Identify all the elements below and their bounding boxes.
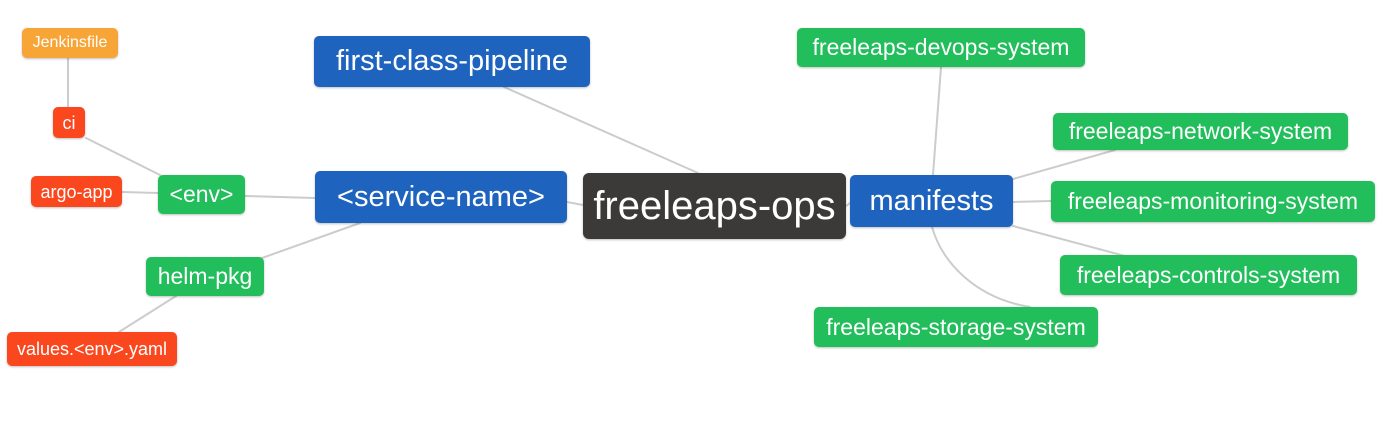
node-ci[interactable]: ci bbox=[53, 107, 85, 138]
edge-service-name-env bbox=[244, 195, 316, 199]
edge-helm-pkg-values bbox=[118, 295, 177, 333]
node-jenkinsfile[interactable]: Jenkinsfile bbox=[22, 28, 118, 58]
node-first-class-pipeline[interactable]: first-class-pipeline bbox=[314, 36, 590, 87]
edge-manifests-storage bbox=[931, 226, 1031, 308]
node-manifests[interactable]: manifests bbox=[850, 175, 1013, 227]
node-freeleaps-network-system[interactable]: freeleaps-network-system bbox=[1053, 113, 1348, 150]
node-freeleaps-devops-system[interactable]: freeleaps-devops-system bbox=[797, 28, 1085, 67]
node-argo-app[interactable]: argo-app bbox=[31, 176, 122, 207]
node-values-env-yaml[interactable]: values.<env>.yaml bbox=[7, 332, 177, 366]
node-service-name[interactable]: <service-name> bbox=[315, 171, 567, 223]
node-env[interactable]: <env> bbox=[158, 175, 245, 214]
edge-manifests-controls bbox=[1012, 225, 1126, 257]
node-freeleaps-monitoring-system[interactable]: freeleaps-monitoring-system bbox=[1051, 181, 1375, 222]
edge-service-name-helm-pkg bbox=[261, 222, 361, 259]
edge-manifests-devops bbox=[932, 66, 942, 176]
edge-env-argo-app bbox=[121, 191, 159, 194]
edge-ops-first-class-pipeline bbox=[503, 86, 699, 174]
node-freeleaps-controls-system[interactable]: freeleaps-controls-system bbox=[1060, 255, 1357, 295]
node-freeleaps-ops[interactable]: freeleaps-ops bbox=[583, 173, 846, 239]
edge-manifests-monitoring bbox=[1012, 200, 1052, 203]
edge-manifests-network bbox=[1012, 149, 1116, 180]
node-freeleaps-storage-system[interactable]: freeleaps-storage-system bbox=[814, 307, 1098, 347]
node-helm-pkg[interactable]: helm-pkg bbox=[146, 257, 264, 296]
edge-env-ci bbox=[85, 137, 161, 176]
edge-ops-service-name bbox=[566, 201, 584, 206]
